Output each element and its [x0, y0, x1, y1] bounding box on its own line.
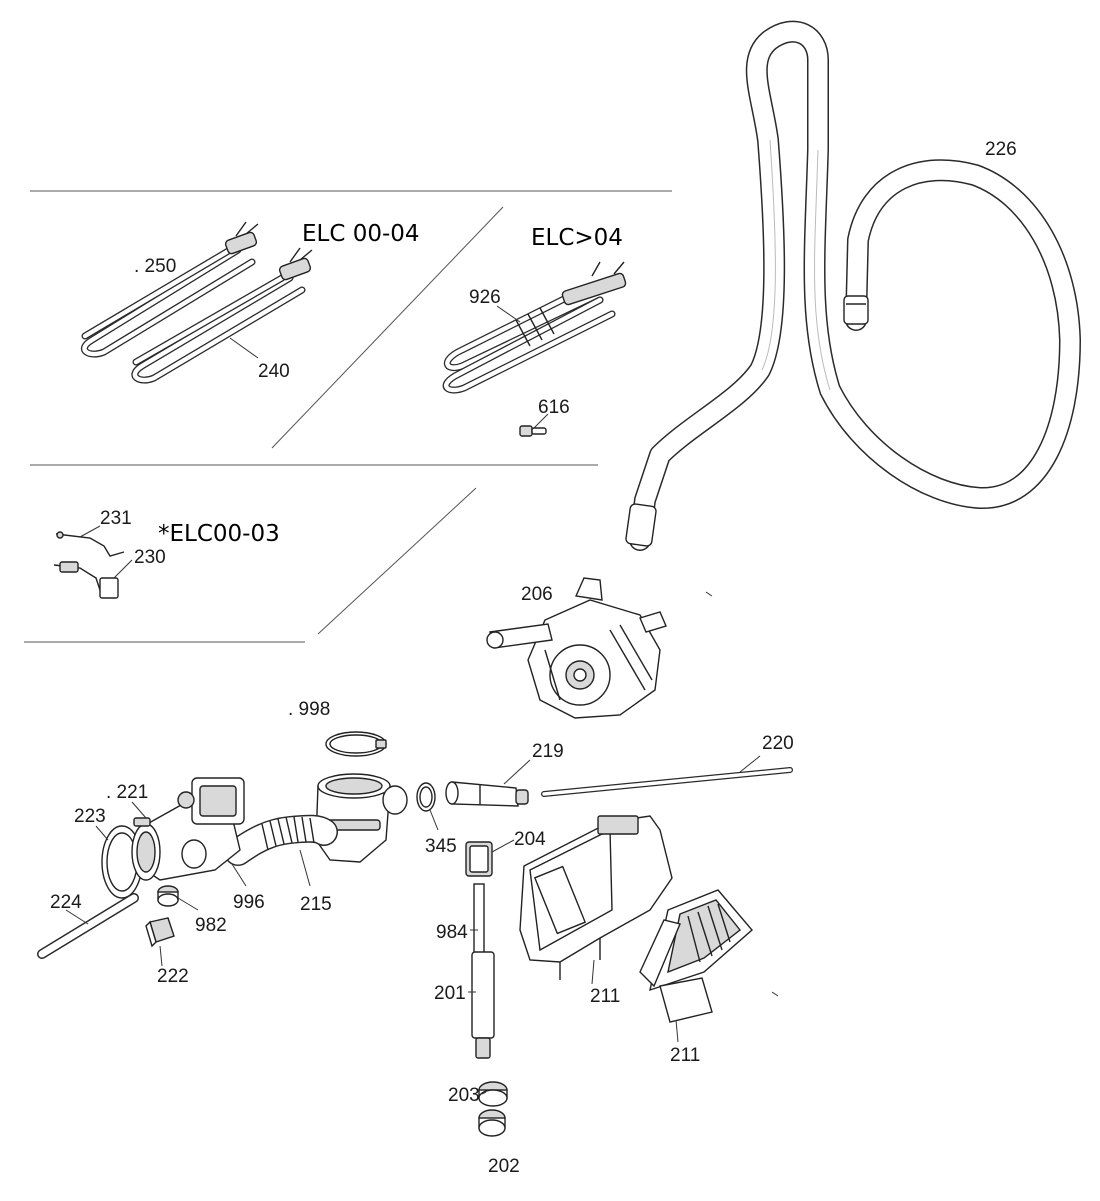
part-number-211-panel: 211 [670, 1045, 700, 1066]
drain-pump [101, 777, 245, 899]
housing-211 [519, 815, 673, 980]
section-title-heater-old: ELC 00-04 [302, 221, 420, 247]
leader-219 [503, 759, 531, 785]
section-title-heater-new: ELC>04 [531, 225, 623, 251]
leader-211b [675, 1019, 679, 1043]
heater-elements-old [81, 221, 313, 384]
part-number-231: 231 [100, 508, 132, 529]
part-number-240: 240 [258, 361, 290, 382]
sensor-parts [53, 531, 125, 599]
leader-204 [491, 839, 515, 853]
tube-224 [37, 893, 139, 959]
leader-220 [739, 755, 761, 773]
part-number-926: 926 [469, 287, 501, 308]
leader-982 [177, 897, 199, 911]
leader-231 [79, 525, 101, 538]
stray-mark-1 [705, 591, 713, 597]
cap-982 [157, 885, 179, 907]
leader-926 [496, 305, 521, 323]
leader-224 [65, 909, 89, 925]
part-number-206: 206 [521, 584, 553, 605]
part-number-998: . 998 [288, 699, 330, 720]
part-number-202: 202 [488, 1156, 520, 1177]
part-number-223: 223 [74, 806, 106, 827]
part-number-204: 204 [514, 829, 546, 850]
leader-230 [113, 559, 133, 579]
screw-616 [519, 425, 547, 437]
part-number-224: 224 [50, 892, 82, 913]
part-number-230: 230 [134, 547, 166, 568]
leader-223 [95, 825, 109, 841]
hose-clamp-998 [325, 731, 387, 757]
leader-222 [159, 945, 163, 967]
filter-housing [315, 773, 436, 863]
section-title-sensor: *ELC00-03 [158, 521, 280, 547]
section-separators [24, 190, 672, 643]
panel-211 [639, 889, 753, 1023]
part-number-996: 996 [233, 892, 265, 913]
leader-616 [533, 413, 549, 429]
part-219 [445, 781, 529, 807]
drain-hose-226 [625, 20, 1081, 551]
leader-240 [229, 337, 259, 359]
part-number-211-housing: 211 [590, 986, 620, 1007]
part-number-220: 220 [762, 733, 794, 754]
part-number-215: 215 [300, 894, 332, 915]
part-number-201: 201 [434, 983, 466, 1004]
corrugated-hose-215 [224, 814, 338, 866]
leader-215 [299, 849, 311, 887]
part-number-221: . 221 [106, 782, 148, 803]
leader-211a [591, 959, 595, 985]
connector-222 [145, 917, 175, 948]
rod-220 [541, 767, 793, 797]
leader-996 [231, 863, 247, 887]
motor-206 [486, 577, 667, 719]
leader-203 [481, 1091, 487, 1095]
part-number-616: 616 [538, 397, 570, 418]
shock-absorber [465, 841, 508, 1137]
heater-element-new [442, 261, 627, 394]
part-number-219: 219 [532, 741, 564, 762]
part-number-250: . 250 [134, 256, 176, 277]
part-number-345: 345 [425, 836, 457, 857]
part-number-203: 203 [448, 1085, 480, 1106]
stray-mark-2 [771, 991, 779, 997]
leader-345 [429, 809, 439, 831]
part-number-226: 226 [985, 139, 1017, 160]
part-number-222: 222 [157, 966, 189, 987]
leader-221 [131, 801, 147, 819]
part-number-982: 982 [195, 915, 227, 936]
part-number-984: 984 [436, 922, 468, 943]
